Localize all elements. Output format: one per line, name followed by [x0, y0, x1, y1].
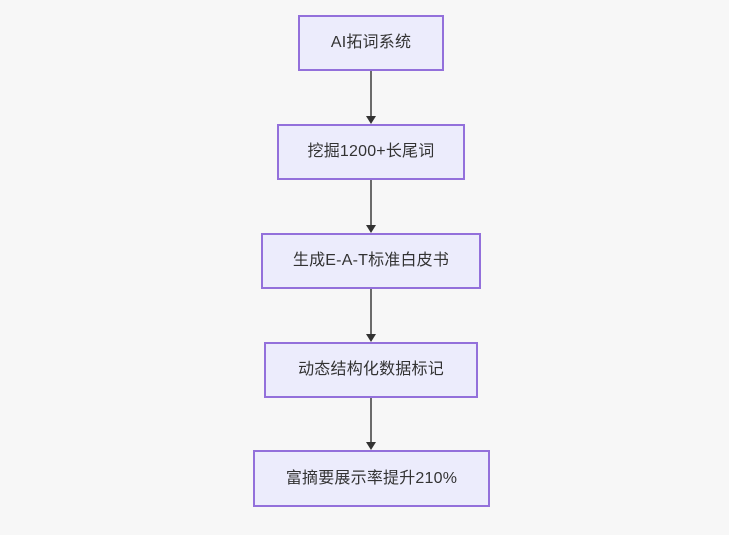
edge-n1-n2-line [370, 71, 372, 116]
flow-node-label: 动态结构化数据标记 [298, 361, 444, 379]
edge-n4-n5-arrowhead [366, 442, 376, 450]
edge-n2-n3-line [370, 180, 372, 225]
flow-node-dynamic-structured-data-markup[interactable]: 动态结构化数据标记 [264, 342, 478, 398]
flow-node-label: 挖掘1200+长尾词 [307, 143, 435, 161]
edge-n1-n2-arrowhead [366, 116, 376, 124]
flow-node-rich-snippet-impression-lift[interactable]: 富摘要展示率提升210% [253, 450, 490, 507]
flow-node-label: 富摘要展示率提升210% [285, 469, 458, 487]
edge-n3-n4-line [370, 289, 372, 334]
flow-node-label: 生成E-A-T标准白皮书 [292, 252, 450, 270]
edge-n4-n5-line [370, 398, 372, 442]
edge-n3-n4-arrowhead [366, 334, 376, 342]
flow-node-mine-longtail-keywords[interactable]: 挖掘1200+长尾词 [277, 124, 465, 180]
edge-n2-n3-arrowhead [366, 225, 376, 233]
flow-node-ai-keyword-system[interactable]: AI拓词系统 [298, 15, 444, 71]
flow-node-generate-eat-whitepaper[interactable]: 生成E-A-T标准白皮书 [261, 233, 481, 289]
flow-node-label: AI拓词系统 [330, 34, 412, 52]
